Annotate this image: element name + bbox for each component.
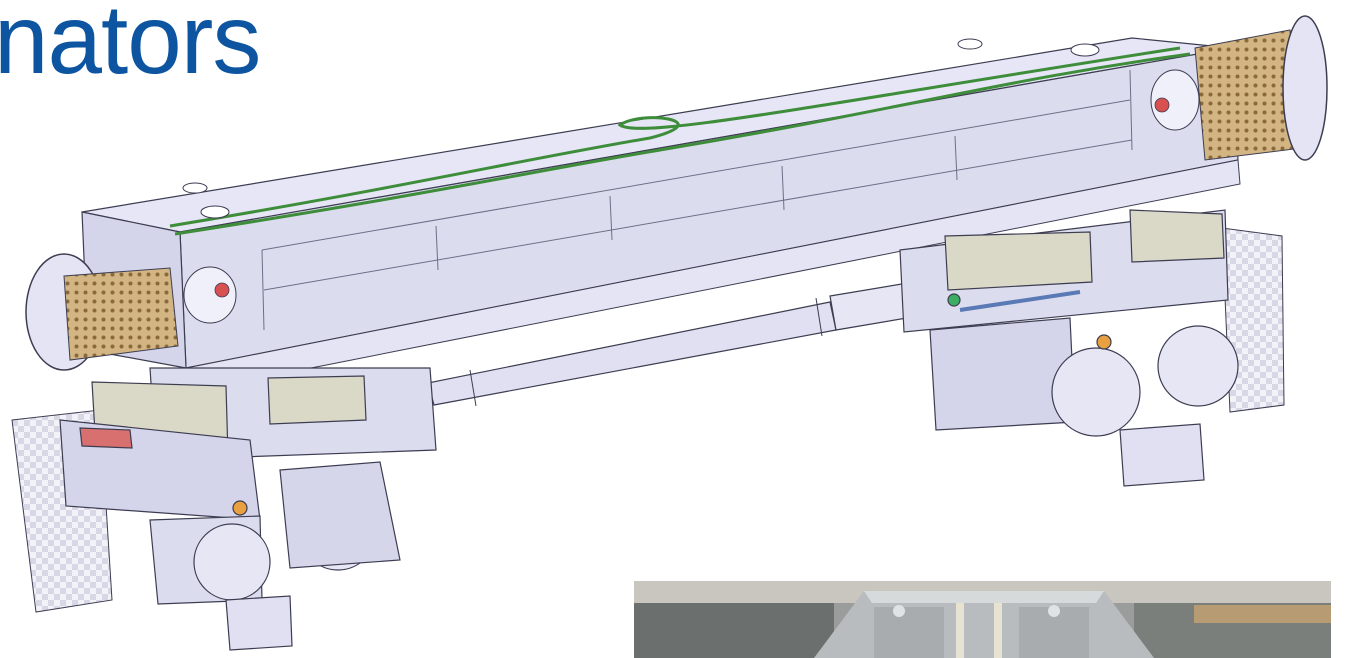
left-support-stand (59, 367, 437, 651)
right-beam-flange (1150, 15, 1328, 161)
prototype-photo-graphic (634, 581, 1331, 658)
left-beam-flange (25, 253, 237, 371)
right-support-stand (899, 209, 1239, 487)
prototype-photo (634, 581, 1331, 658)
slide-title: nators (0, 0, 261, 94)
cooling-wire (169, 46, 1191, 236)
